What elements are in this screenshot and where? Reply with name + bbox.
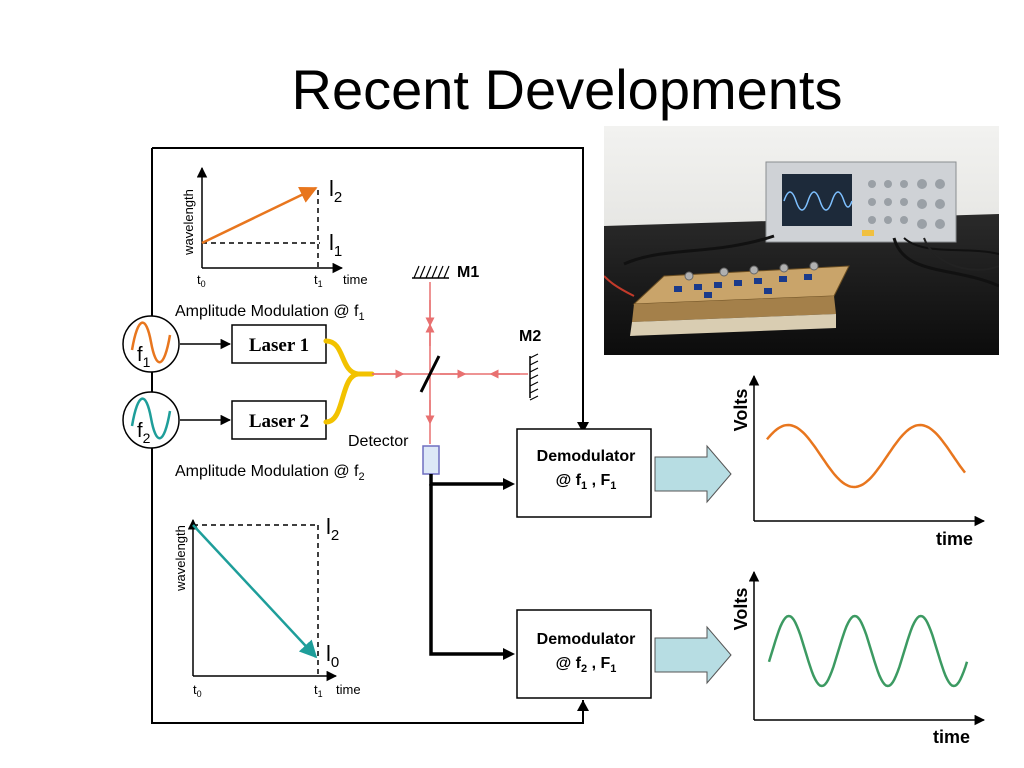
t1-label: t1 — [314, 682, 323, 699]
t0-label: t0 — [197, 272, 206, 289]
output-arrow-2 — [654, 625, 732, 685]
x-axis-label: time — [936, 529, 973, 549]
signal-to-demodulator-1 — [429, 474, 505, 486]
demodulator-2-title: Demodulator — [537, 631, 636, 648]
arrowhead — [503, 648, 515, 660]
y-axis-label: wavelength — [173, 525, 188, 592]
sine-wave-icon — [130, 397, 172, 440]
modulation-source-f1: f1 — [122, 315, 180, 373]
output-waveform — [767, 614, 969, 688]
detector: Detector — [348, 433, 440, 475]
lambda-high-label: l2 — [329, 176, 342, 206]
laser-1-box: Laser 1 — [231, 324, 327, 364]
bottom-wavelength-plot: wavelength time t0 t1 l2 l0 — [173, 514, 361, 699]
wavelength-sweep-line — [201, 186, 318, 245]
output-plot-1: Volts time — [731, 374, 986, 549]
lambda-low-label: l1 — [329, 230, 342, 260]
demodulator-1-title: Demodulator — [537, 448, 636, 465]
mirror-m2-label: M2 — [519, 328, 541, 345]
output-arrow-1 — [654, 444, 732, 504]
t1-label: t1 — [314, 272, 323, 289]
top-wavelength-plot: wavelength time t0 t1 l2 l1 — [181, 166, 368, 289]
y-axis-label: wavelength — [181, 189, 196, 256]
arrowhead — [503, 478, 515, 490]
lambda-high-label: l2 — [326, 514, 339, 544]
laser-1-label: Laser 1 — [249, 335, 309, 356]
laser-2-box: Laser 2 — [231, 400, 327, 440]
optical-beams — [372, 282, 528, 444]
lambda-low-label: l0 — [326, 641, 339, 671]
setup-photo — [604, 126, 999, 355]
demodulator-2-box: Demodulator @ f2 , F1 — [516, 609, 652, 699]
mirror-m1: M1 — [412, 264, 479, 281]
frame-arrowhead-bottom — [577, 700, 589, 711]
amplitude-modulation-f1-label: Amplitude Modulation @ f1 — [175, 303, 365, 323]
x-axis-label: time — [933, 727, 970, 747]
amplitude-modulation-f2-label: Amplitude Modulation @ f2 — [175, 463, 365, 483]
frame-arrowhead-top — [577, 422, 589, 433]
source-f1-label: f1 — [137, 344, 151, 370]
demodulator-2-frequencies: @ f2 , F1 — [556, 655, 617, 675]
frame-top — [152, 147, 584, 432]
beam-splitter — [419, 355, 441, 393]
signal-to-demodulator-2 — [429, 484, 505, 656]
output-plot-2: Volts time — [731, 570, 986, 747]
fiber-coupler — [323, 338, 375, 425]
source-f2-label: f2 — [137, 420, 151, 446]
modulation-source-f2: f2 — [122, 391, 180, 449]
y-axis-label: Volts — [731, 588, 751, 631]
t0-label: t0 — [193, 682, 202, 699]
sine-wave-icon — [130, 321, 172, 364]
detector-label: Detector — [348, 433, 409, 450]
mirror-m2: M2 — [519, 328, 541, 401]
x-axis-label: time — [343, 272, 368, 287]
y-axis-label: Volts — [731, 389, 751, 432]
laser-2-label: Laser 2 — [249, 411, 309, 432]
demodulator-1-frequencies: @ f1 , F1 — [556, 472, 617, 492]
slide-title: Recent Developments — [291, 58, 843, 121]
wavelength-sweep-line — [192, 524, 318, 659]
x-axis-label: time — [336, 682, 361, 697]
mirror-m1-label: M1 — [457, 264, 479, 281]
demodulator-1-box: Demodulator @ f1 , F1 — [516, 428, 652, 518]
output-waveform — [766, 423, 966, 489]
